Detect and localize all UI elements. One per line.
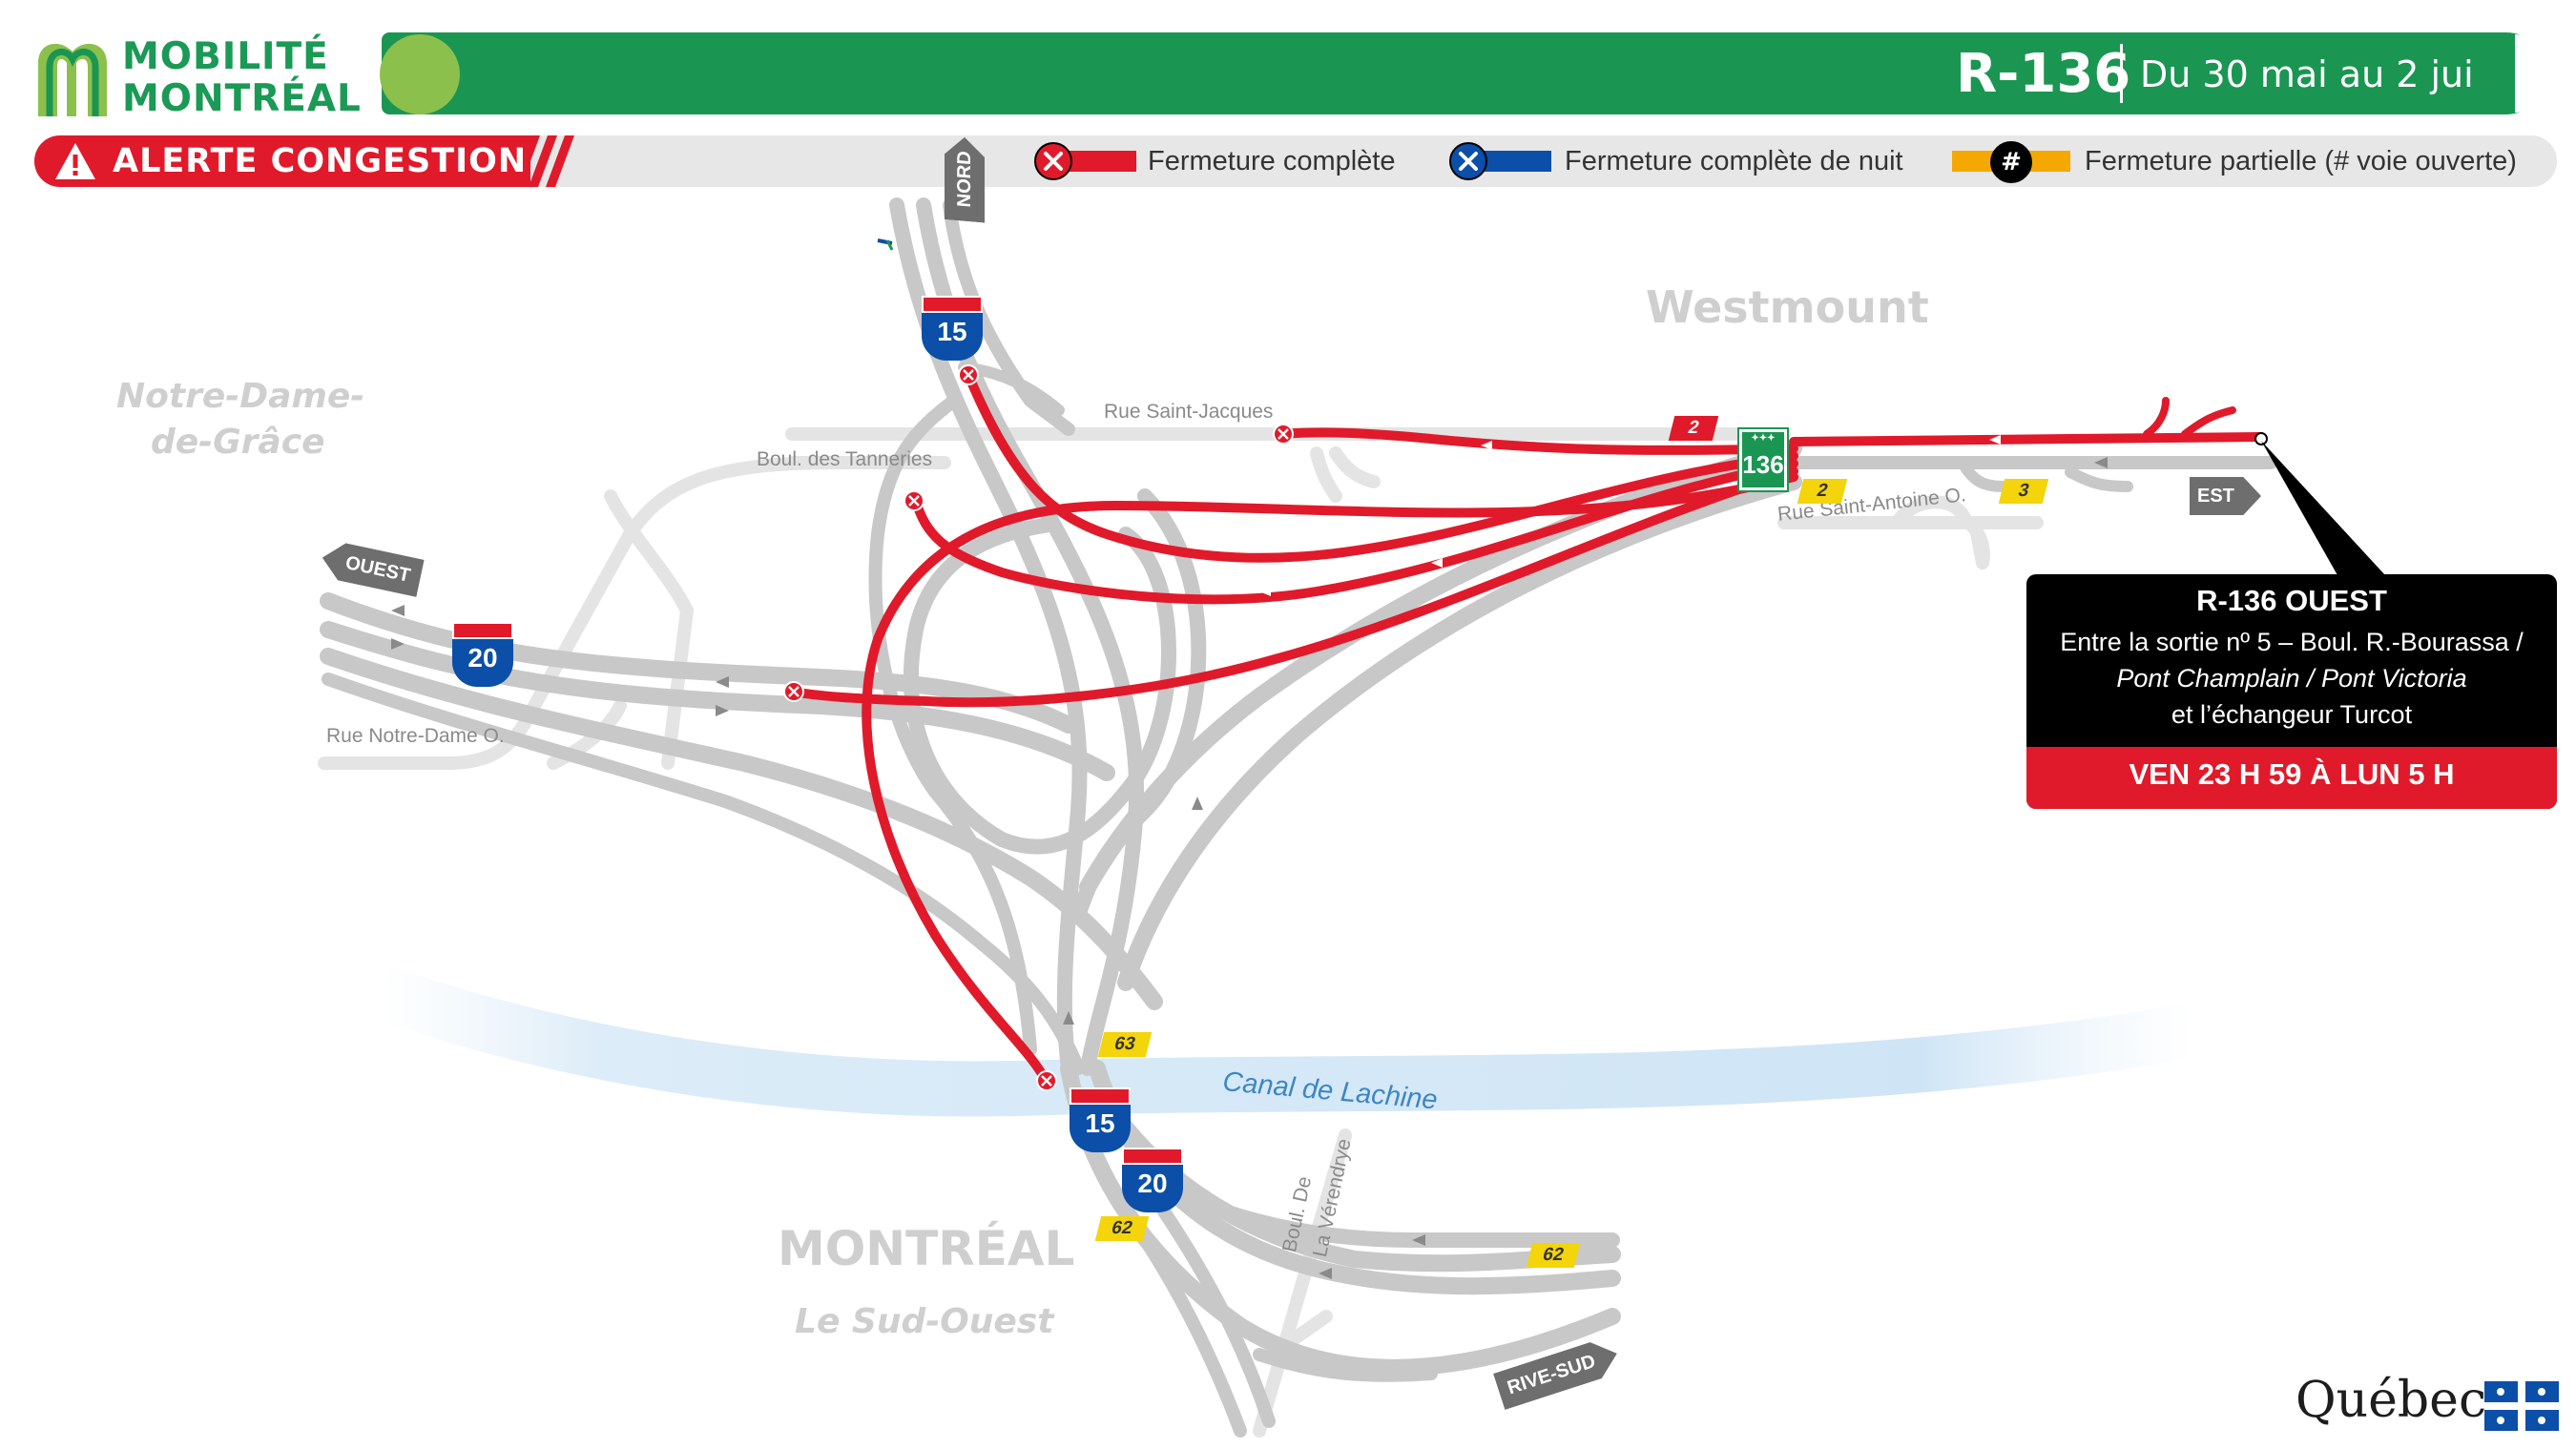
- shield-a20-left: 20: [452, 622, 513, 689]
- place-montreal: MONTRÉAL: [778, 1221, 1075, 1276]
- legend-label-complete: Fermeture complète: [1148, 146, 1396, 176]
- header-separator: [2120, 44, 2123, 103]
- warning-icon: [55, 143, 95, 179]
- shield-red-top: [1070, 1087, 1131, 1105]
- alert-stripes: [515, 135, 574, 187]
- callout-pointer: [2261, 441, 2385, 575]
- quebec-flag-icon: [2484, 1381, 2559, 1431]
- shield-blue-body: 15: [1070, 1105, 1131, 1152]
- shield-red-top: [1122, 1148, 1183, 1165]
- direction-est: EST: [2190, 477, 2261, 515]
- closures: [787, 370, 2266, 1086]
- shield-blue-body: 20: [1122, 1165, 1183, 1212]
- place-sud-ouest: Le Sud-Ouest: [795, 1302, 1054, 1341]
- header-circle: [380, 34, 460, 114]
- red-x-icon: [1034, 142, 1072, 180]
- quebec-logo-text: Québec: [2296, 1372, 2487, 1429]
- shield-number: 20: [467, 643, 498, 673]
- shield-number: 20: [1137, 1169, 1168, 1198]
- shield-a15-top: 15: [922, 296, 983, 362]
- place-ndg-1: Notre-Dame-: [116, 377, 365, 416]
- shield-a20-bottom: 20: [1122, 1148, 1183, 1214]
- hash-icon: #: [1990, 141, 2032, 183]
- canal-lachine: [354, 964, 2222, 1117]
- callout-anchor: [2254, 432, 2268, 445]
- shield-blue-body: 15: [922, 313, 983, 361]
- legend-label-partial: Fermeture partielle (# voie ouverte): [2085, 146, 2517, 176]
- info-box-line-1: Entre la sortie nº 5 – Boul. R.-Bourassa…: [2060, 628, 2524, 656]
- street-tanneries: Boul. des Tanneries: [757, 448, 933, 470]
- alert-badge: [34, 135, 530, 187]
- info-box-line-2: Pont Champlain / Pont Victoria: [2116, 664, 2467, 693]
- place-westmount: Westmount: [1646, 281, 1929, 333]
- shield-stars: ✦✦✦: [1751, 433, 1776, 444]
- shield-number: 136: [1742, 450, 1784, 479]
- header-bar: [382, 32, 2547, 114]
- direction-est-label: EST: [2197, 486, 2234, 507]
- alert-label: ALERTE CONGESTION: [113, 142, 528, 180]
- shield-r136: ✦✦✦ 136: [1737, 427, 1789, 492]
- place-ndg-2: de-Grâce: [151, 423, 325, 462]
- legend-red-line: [1054, 151, 1136, 172]
- blue-x-icon: [1449, 142, 1487, 180]
- legend-blue-line: [1469, 151, 1551, 172]
- shield-number: 15: [937, 317, 967, 346]
- hash-symbol: #: [2001, 148, 2022, 176]
- closure-x-icon: [783, 681, 804, 702]
- logo-text: MOBILITÉ MONTRÉAL: [122, 36, 362, 120]
- legend-label-night: Fermeture complète de nuit: [1565, 146, 1903, 176]
- logo-line-2: MONTRÉAL: [122, 77, 362, 120]
- lane-arrows: [391, 457, 2108, 1279]
- info-box-line-3: et l’échangeur Turcot: [2171, 700, 2413, 729]
- mobilite-montreal-logo: [38, 43, 107, 117]
- closure-arrows: [1259, 435, 2001, 596]
- info-box-time-band: [2026, 747, 2557, 809]
- shield-blue-body: 20: [452, 639, 513, 687]
- date-range: Du 30 mai au 2 juin: [2140, 53, 2497, 95]
- shield-a15-bottom: 15: [1070, 1087, 1131, 1154]
- route-title: R-136: [1956, 43, 2131, 105]
- info-box-title: R-136 OUEST: [2196, 584, 2387, 617]
- closure-x-icon: [1036, 1070, 1057, 1091]
- closure-x-icon: [904, 490, 924, 511]
- logo-line-1: MOBILITÉ: [122, 35, 329, 78]
- shield-red-top: [922, 296, 983, 313]
- info-box-time: VEN 23 H 59 À LUN 5 H: [2129, 757, 2455, 791]
- closure-x-icon: [958, 364, 979, 385]
- street-notre-dame: Rue Notre-Dame O.: [326, 725, 505, 747]
- header-end-half: [2477, 34, 2515, 113]
- shield-red-top: [452, 622, 513, 639]
- closure-x-icon: [1273, 424, 1294, 445]
- shield-number: 15: [1085, 1108, 1115, 1138]
- street-saint-jacques: Rue Saint-Jacques: [1104, 401, 1274, 423]
